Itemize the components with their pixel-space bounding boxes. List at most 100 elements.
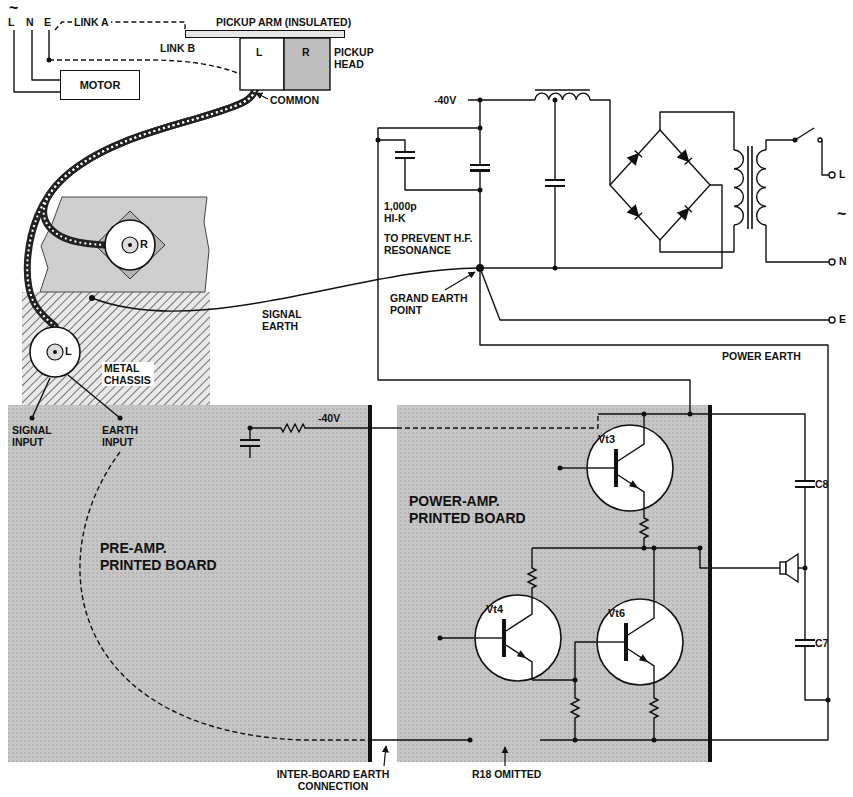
power-amp-board: POWER-AMP. PRINTED BOARD Vt3Vt4 Vt6 [397, 405, 712, 762]
transistor: Vt4 [474, 594, 562, 682]
diagram-label: INTER-BOARD EARTH CONNECTION [273, 768, 393, 792]
dashed-link [49, 22, 598, 740]
diode-symbol [635, 150, 642, 157]
transistor: Vt6 [596, 598, 684, 686]
diagram-label: 1,000p HI-K [384, 200, 430, 224]
chassis-plate [40, 197, 209, 292]
node-text: PRE-AMP. PRINTED BOARD [100, 540, 224, 574]
text-holder: R [140, 238, 148, 250]
junction-dot [698, 546, 703, 551]
text-holder: POWER-AMP. PRINTED BOARD [409, 493, 529, 527]
wire [397, 739, 470, 740]
diagram-label: C8 [815, 478, 828, 490]
socket-pin [122, 237, 138, 253]
label-holder: LINK A [72, 16, 111, 28]
label-holder: POWER EARTH [722, 350, 801, 362]
node-text: L [65, 345, 72, 357]
node-text: L [256, 46, 262, 58]
diagram-label: TO PREVENT H.F. RESONANCE [384, 232, 476, 256]
socket: L [29, 326, 81, 378]
diagram-label: L [839, 168, 845, 180]
base-lead [597, 641, 624, 642]
wire [554, 100, 555, 180]
diode-symbol [628, 150, 642, 164]
junction-dot [558, 466, 563, 471]
socket-outline [29, 326, 81, 378]
diagram-label: COMMON [270, 94, 319, 106]
junction-dot [30, 416, 35, 421]
diagram-label: POWER EARTH [722, 350, 801, 362]
node-text: Vt6 [608, 607, 625, 619]
supply-wire [372, 427, 397, 428]
loudspeaker-symbol [780, 562, 786, 574]
diagram-label: SIGNAL EARTH [262, 308, 308, 332]
diagram-label: L [8, 16, 14, 28]
diode-symbol [628, 205, 642, 219]
node-text: Vt3 [598, 433, 615, 445]
node-text: MOTOR [80, 79, 121, 91]
wire [766, 225, 829, 262]
pickup-head: LRPICKUP HEAD [240, 38, 330, 90]
junction-dot [793, 138, 798, 143]
emitter-arrow [517, 650, 528, 661]
capacitor-symbol [795, 640, 815, 646]
leader-arrow [256, 93, 505, 766]
node-text: PICKUP ARM (INSULATED) [216, 16, 351, 28]
label-holder: 1,000p HI-K [384, 200, 430, 224]
wire [660, 225, 734, 252]
printed-board [8, 405, 712, 762]
wire [532, 547, 700, 548]
wire [378, 140, 405, 152]
base-lead [475, 637, 502, 638]
text-holder: L [65, 345, 72, 357]
label-holder: SIGNAL INPUT [12, 424, 60, 448]
socket-outline [104, 219, 156, 271]
capacitor-symbol [545, 180, 565, 186]
diagram-label: R18 OMITTED [472, 768, 541, 780]
wire [479, 172, 480, 268]
diode-symbol [685, 205, 692, 212]
label-holder: N [26, 16, 34, 28]
socket: R [104, 219, 156, 271]
label-holder: SIGNAL EARTH [262, 308, 308, 332]
collector-lead [618, 426, 644, 461]
base-bar [614, 449, 618, 487]
wire [32, 378, 50, 418]
transformer-symbol [734, 150, 743, 225]
wire [480, 268, 828, 740]
base-bar [502, 619, 506, 657]
resistor-symbol [571, 680, 579, 740]
junction-dot [438, 636, 443, 641]
dashed-link [80, 452, 372, 740]
diagram-label: EARTH INPUT [102, 424, 150, 448]
printed-board [397, 405, 708, 762]
junction-dot [803, 566, 808, 571]
node-text: R [302, 46, 310, 58]
socket-ring [105, 220, 155, 270]
emitter-lead [628, 649, 654, 684]
label-holder: N [839, 255, 847, 267]
resistor-symbol [528, 548, 536, 596]
wire [479, 100, 480, 165]
label-holder: R18 OMITTED [472, 768, 541, 780]
capacitor-symbol [240, 152, 815, 646]
terminal [829, 317, 835, 323]
leader-arrow [384, 746, 386, 766]
capacitor-symbol [240, 440, 260, 446]
mains-switch [818, 138, 822, 142]
node-text: Vt4 [486, 603, 503, 615]
diode-symbol [678, 150, 692, 164]
junction-dot [826, 698, 831, 703]
cable-braid [44, 90, 255, 245]
diode-symbol [678, 205, 692, 219]
terminal [829, 259, 835, 265]
pickup-cable [27, 90, 255, 326]
wire [480, 185, 722, 268]
loudspeaker-symbol [780, 554, 798, 582]
dashed-link [397, 414, 598, 428]
diagram-label: N [26, 16, 34, 28]
diode-symbol [628, 205, 642, 219]
